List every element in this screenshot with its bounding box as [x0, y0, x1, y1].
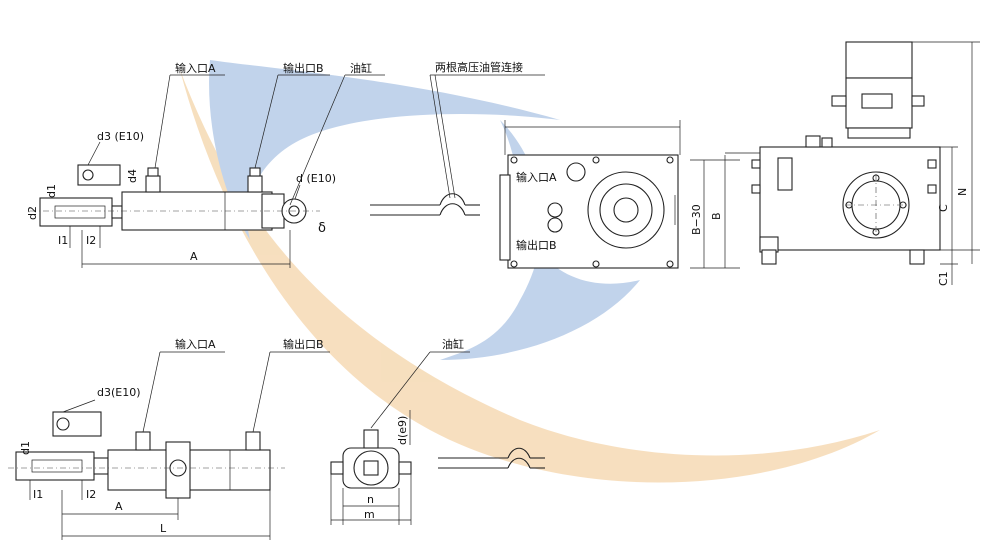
- top-l2-label: I2: [86, 234, 96, 247]
- bot-A-label: A: [115, 500, 123, 513]
- top-d1-label: d1: [45, 184, 58, 198]
- top-cylinder-drawing: [30, 74, 385, 268]
- top-A-label: A: [190, 250, 198, 263]
- hose-note-label: 两根高压油管连接: [435, 60, 523, 74]
- bot-de9-label: d(e9): [396, 416, 409, 445]
- hose-symbol: [370, 74, 545, 216]
- top-d4-label: d4: [126, 169, 139, 183]
- bot-d1-label: d1: [19, 441, 32, 455]
- watermark-logo: [180, 60, 880, 483]
- top-d2-label: d2: [26, 206, 39, 220]
- right-N-label: N: [956, 188, 969, 196]
- trunnion-side-view: [330, 351, 470, 525]
- mid-port-out-label: 输出口B: [516, 238, 557, 252]
- delta-label: δ: [318, 221, 326, 236]
- bot-cylinder-label: 油缸: [442, 337, 464, 351]
- right-C1-label: C1: [937, 271, 950, 286]
- top-port-in-label: 输入口A: [175, 61, 216, 75]
- bot-n-label: n: [367, 493, 374, 506]
- gearbox-front-view: [499, 120, 765, 269]
- bot-m-label: m: [364, 508, 375, 521]
- right-C-label: C: [937, 204, 950, 212]
- bot-port-in-label: 输入口A: [175, 337, 216, 351]
- bot-port-out-label: 输出口B: [283, 337, 324, 351]
- top-d3-label: d3 (E10): [97, 130, 144, 143]
- bot-l1-label: I1: [33, 488, 43, 501]
- top-d-e10-label: d (E10): [296, 172, 336, 185]
- bottom-cylinder-drawing: [8, 351, 330, 540]
- bot-d3-label: d3(E10): [97, 386, 141, 399]
- bot-l2-label: I2: [86, 488, 96, 501]
- top-cylinder-label: 油缸: [350, 61, 372, 75]
- mid-B-label: B: [710, 212, 723, 220]
- top-port-out-label: 输出口B: [283, 61, 324, 75]
- mid-B30-label: B−30: [690, 204, 703, 235]
- mid-port-in-label: 输入口A: [516, 170, 557, 184]
- top-l1-label: I1: [58, 234, 68, 247]
- bot-L-label: L: [160, 522, 167, 535]
- pump-side-view: [751, 41, 980, 285]
- bottom-hose-symbol: [438, 447, 545, 469]
